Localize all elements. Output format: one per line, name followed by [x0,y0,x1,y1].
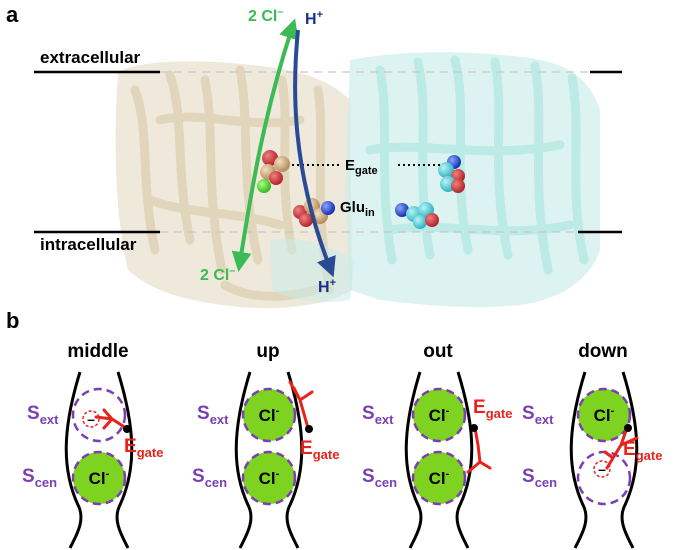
state-middle: middle Cl- – Egate Sext Scen [22,341,163,549]
egate-sidechain [288,380,314,430]
egate-right-atoms [438,155,465,193]
site-cen-ion [241,450,297,506]
pore-wall-right [455,371,474,549]
site-ext-ion [576,387,632,443]
panel-a: a [6,2,622,309]
egate-structure-label: Egate [345,157,378,177]
egate-label: Egate [300,438,339,462]
egate-minus-sign: – [598,461,606,477]
site-ext-label: Sext [197,403,229,427]
pore-wall-left [404,371,423,549]
site-ext-ion [241,387,297,443]
pore-wall-left [234,371,253,549]
chloride-top-label: 2 Cl– [248,6,283,25]
site-ext-empty [71,387,127,443]
egate-anchor-dot [624,424,632,432]
site-ext-ion [411,387,467,443]
site-cen-label: Scen [192,466,227,490]
site-ext-label: Sext [522,403,554,427]
proton-top-label: H+ [305,9,323,28]
site-ext-label: Sext [27,403,59,427]
egate-label: Egate [124,436,163,460]
pore-wall-left [64,371,83,549]
ion-label: Cl- [89,468,110,488]
site-cen-ion [411,450,467,506]
pore-wall-right [285,371,304,549]
chloride-flux-arrow [231,18,299,272]
egate-anchor-dot [123,425,131,433]
gluin-right-atoms [395,202,439,229]
egate-anchor-dot [305,425,313,433]
state-title-middle: middle [67,341,128,362]
extracellular-label: extracellular [40,48,141,67]
state-title-down: down [578,341,628,362]
state-out: out Cl- Cl- Egate Sext Scen [362,341,512,549]
protein-right-subunit [270,52,600,308]
pore-wall-right [620,371,639,549]
ion-label: Cl- [429,405,450,425]
site-cen-label: Scen [522,466,557,490]
state-down: down Cl- – Egate Sext Scen [522,341,662,549]
intracellular-label: intracellular [40,235,137,254]
pore-wall-right [115,371,134,549]
site-ext-label: Sext [362,403,394,427]
gluin-structure-label: Gluin [340,199,375,219]
egate-label: Egate [623,439,662,463]
state-title-out: out [423,341,453,362]
panel-b: b middle Cl- – Egate Sext Scen up Cl- Cl… [6,308,662,549]
ion-label: Cl- [594,405,615,425]
egate-anchor-dot [470,424,478,432]
egate-label: Egate [473,397,512,421]
egate-sidechain [466,426,492,474]
panel-b-letter: b [6,308,19,333]
chloride-bottom-label: 2 Cl– [200,265,235,284]
proton-flux-arrow [293,29,336,278]
egate-negative-ring [82,410,100,428]
ion-label: Cl- [259,468,280,488]
pore-wall-left [569,371,588,549]
egate-minus-sign: – [87,411,95,427]
egate-sidechain [603,426,639,470]
egate-negative-ring [593,460,611,478]
site-cen-label: Scen [362,466,397,490]
proton-bottom-label: H+ [318,277,336,296]
ion-label: Cl- [429,468,450,488]
state-title-up: up [256,341,279,362]
state-up: up Cl- Cl- Egate Sext Scen [192,341,339,549]
site-cen-ion [71,450,127,506]
egate-sidechain [94,408,128,430]
ion-label: Cl- [259,405,280,425]
panel-a-letter: a [6,2,19,27]
site-cen-label: Scen [22,466,57,490]
